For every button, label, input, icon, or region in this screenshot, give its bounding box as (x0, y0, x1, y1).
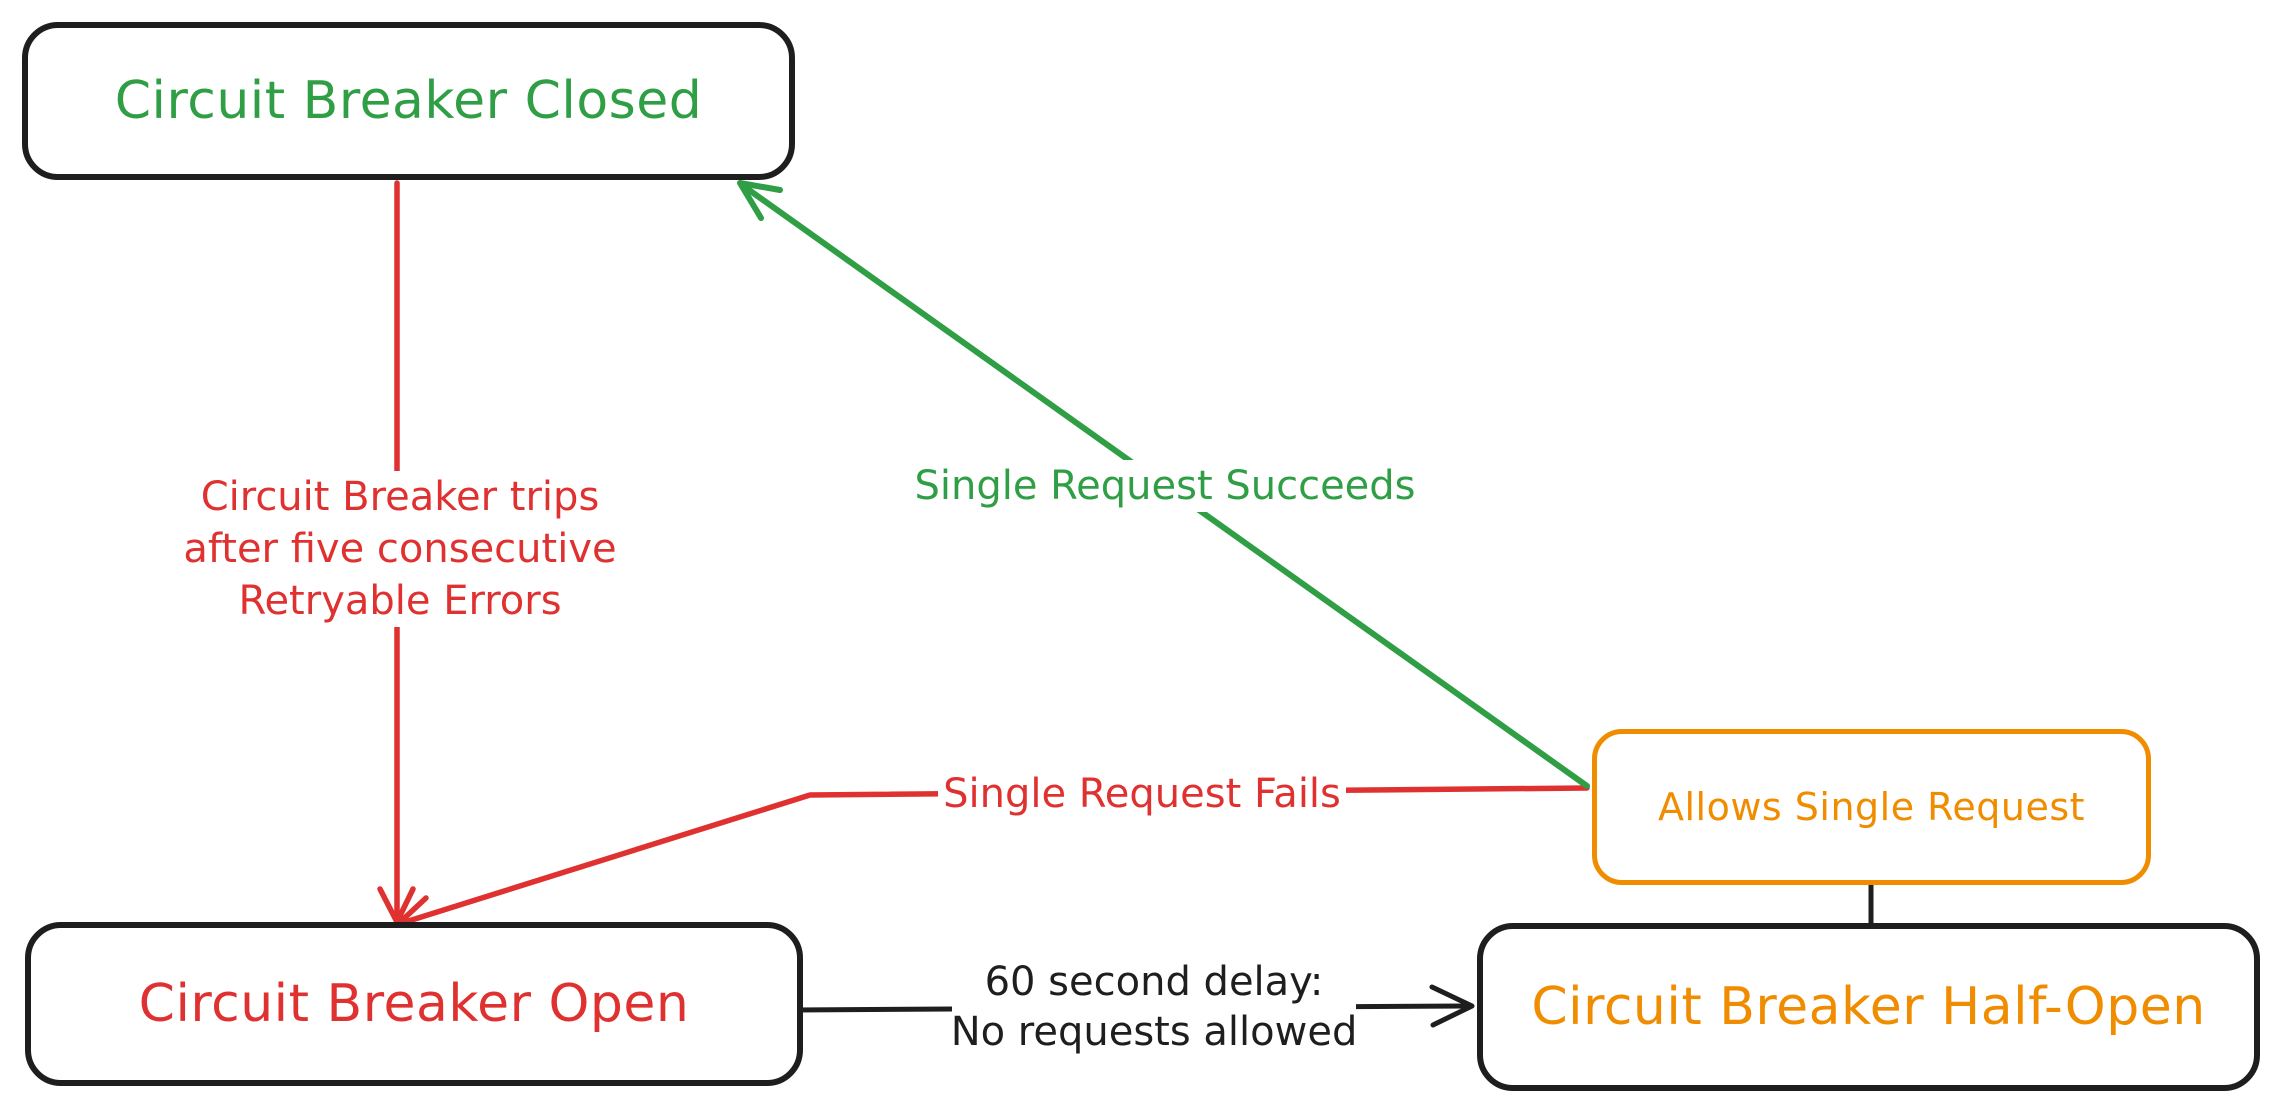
edge-trip-label-line1: Circuit Breaker trips (200, 474, 600, 520)
edge-succeeds-label-text: Single Request Succeeds (914, 463, 1416, 509)
edge-delay-label-line1: 60 second delay: (984, 959, 1324, 1005)
node-circuit-breaker-closed: Circuit Breaker Closed (22, 22, 795, 180)
node-allows-single-request: Allows Single Request (1592, 729, 2151, 885)
node-allows-single-request-label: Allows Single Request (1657, 785, 2086, 829)
node-circuit-breaker-open: Circuit Breaker Open (25, 922, 803, 1086)
node-circuit-breaker-half-open-label: Circuit Breaker Half-Open (1531, 977, 2206, 1037)
node-circuit-breaker-closed-label: Circuit Breaker Closed (114, 71, 703, 131)
edge-succeeds-arrowhead (737, 180, 783, 221)
edge-trip-label: Circuit Breaker trips after five consecu… (178, 471, 622, 627)
edge-fails-label: Single Request Fails (938, 768, 1346, 820)
edge-trip-label-line3: Retryable Errors (238, 578, 562, 624)
node-circuit-breaker-half-open: Circuit Breaker Half-Open (1477, 923, 2260, 1091)
edge-delay-label-line2: No requests allowed (950, 1009, 1358, 1055)
edge-fails-label-text: Single Request Fails (943, 771, 1341, 817)
edge-trip-label-line2: after five consecutive (183, 526, 617, 572)
edge-trip-arrowhead (377, 886, 416, 925)
node-circuit-breaker-open-label: Circuit Breaker Open (138, 974, 690, 1034)
edge-succeeds-label: Single Request Succeeds (914, 460, 1416, 512)
edge-delay-label: 60 second delay: No requests allowed (950, 957, 1358, 1057)
edge-delay-arrowhead (1429, 984, 1475, 1028)
